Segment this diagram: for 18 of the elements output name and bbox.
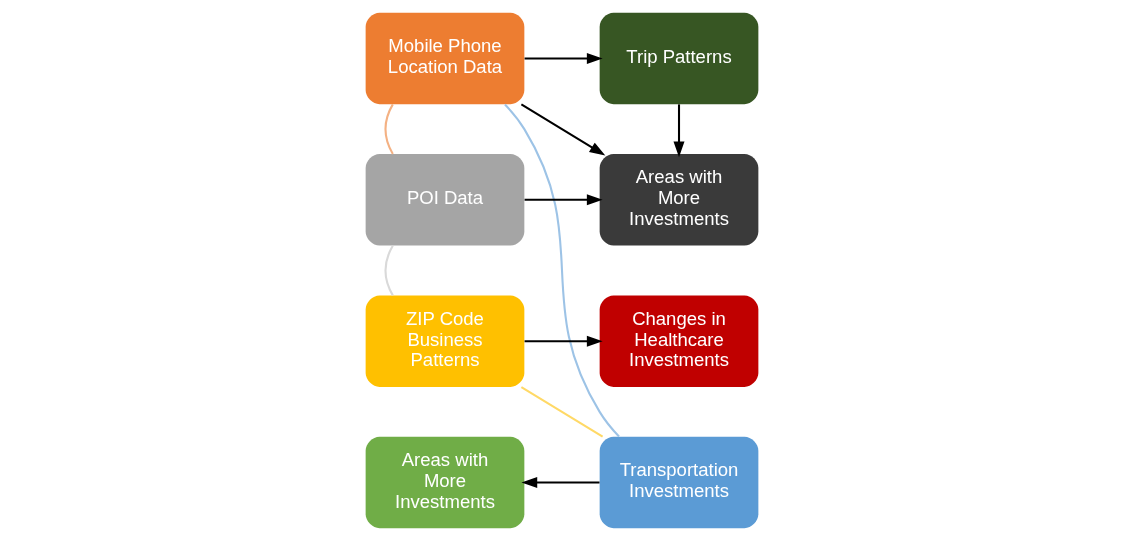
arrow	[521, 476, 600, 489]
node-box: Trip Patterns	[599, 12, 759, 105]
connector	[384, 103, 394, 155]
node-box: Areas with More Investments	[365, 436, 525, 529]
node-box: ZIP Code Business Patterns	[365, 295, 525, 387]
arrow	[673, 104, 685, 158]
connector	[504, 103, 620, 438]
arrow	[524, 335, 603, 347]
arrow	[520, 103, 606, 156]
connector	[520, 386, 604, 438]
arrow	[524, 52, 603, 65]
arrow	[524, 194, 603, 206]
node-box: POI Data	[365, 154, 525, 246]
node-box: Areas with More Investments	[599, 154, 759, 246]
node-box: Transportation Investments	[599, 436, 759, 529]
connector	[384, 245, 394, 296]
node-box: Mobile Phone Location Data	[365, 12, 525, 105]
node-box: Changes in Healthcare Investments	[599, 295, 759, 387]
